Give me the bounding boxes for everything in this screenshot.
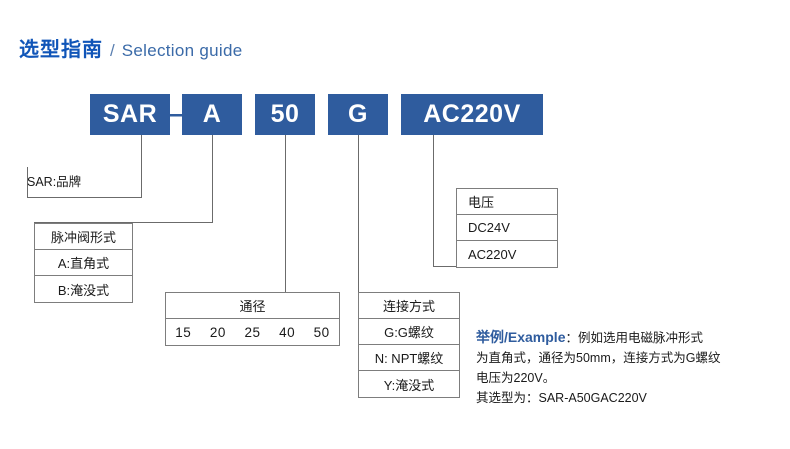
title-separator: / xyxy=(110,41,115,60)
example-text-2: 为直角式，通径为50mm，连接方式为G螺纹 xyxy=(476,351,721,365)
code-box-connection: G xyxy=(328,94,388,135)
connector-voltage-horizontal xyxy=(433,266,456,267)
valve-type-table-row: A:直角式 xyxy=(35,250,132,276)
example-text-1: 例如选用电磁脉冲形式 xyxy=(578,331,704,345)
connector-brand-vertical xyxy=(141,135,142,198)
connection-table-row: G:G螺纹 xyxy=(359,319,459,345)
code-box-diameter: 50 xyxy=(255,94,315,135)
connector-diameter-vertical xyxy=(285,135,286,292)
diameter-value: 25 xyxy=(244,324,261,340)
diameter-table-header: 通径 xyxy=(166,293,339,319)
voltage-table: 电压 DC24V AC220V xyxy=(456,188,558,268)
connector-valve-vertical xyxy=(212,135,213,223)
valve-type-table-row: B:淹没式 xyxy=(57,282,110,298)
connector-brand-stub xyxy=(27,167,28,198)
valve-type-table-header: 脉冲阀形式 xyxy=(35,224,132,250)
diameter-value: 40 xyxy=(279,324,296,340)
code-dash: – xyxy=(169,100,183,128)
connector-valve-horizontal xyxy=(34,222,213,223)
code-box-brand: SAR xyxy=(90,94,170,135)
diameter-table-values-row: 15 20 25 40 50 xyxy=(166,319,339,345)
example-colon: ： xyxy=(565,331,578,345)
brand-note-label: SAR:品牌 xyxy=(27,175,82,189)
valve-type-table: 脉冲阀形式 A:直角式 B:淹没式 xyxy=(34,223,133,303)
example-text-3: 电压为220V。 xyxy=(476,371,556,385)
example-line-1: 举例/Example：例如选用电磁脉冲形式 xyxy=(476,327,776,348)
connection-table-header: 连接方式 xyxy=(359,293,459,319)
connection-table-row: N: NPT螺纹 xyxy=(359,345,459,371)
diameter-value: 50 xyxy=(313,324,330,340)
code-box-voltage: AC220V xyxy=(401,94,543,135)
connector-connection-vertical xyxy=(358,135,359,292)
diameter-table: 通径 15 20 25 40 50 xyxy=(165,292,340,346)
connection-table-row: Y:淹没式 xyxy=(383,377,435,393)
diameter-value: 20 xyxy=(209,324,226,340)
page-title-cn: 选型指南 xyxy=(19,39,103,61)
page-title-en: Selection guide xyxy=(121,41,243,60)
example-text-4: 其选型为：SAR-A50GAC220V xyxy=(476,391,647,405)
voltage-table-row: DC24V xyxy=(457,215,557,241)
voltage-table-header: 电压 xyxy=(457,189,557,215)
code-box-valve-type: A xyxy=(182,94,242,135)
voltage-table-row: AC220V xyxy=(468,246,517,262)
example-title: 举例/Example xyxy=(476,329,566,345)
example-block: 举例/Example：例如选用电磁脉冲形式 为直角式，通径为50mm，连接方式为… xyxy=(476,327,776,408)
connector-voltage-vertical xyxy=(433,135,434,267)
page-title: 选型指南 / Selection guide xyxy=(19,33,243,62)
connector-brand-horizontal xyxy=(27,197,142,198)
diameter-value: 15 xyxy=(175,324,192,340)
connection-table: 连接方式 G:G螺纹 N: NPT螺纹 Y:淹没式 xyxy=(358,292,460,398)
